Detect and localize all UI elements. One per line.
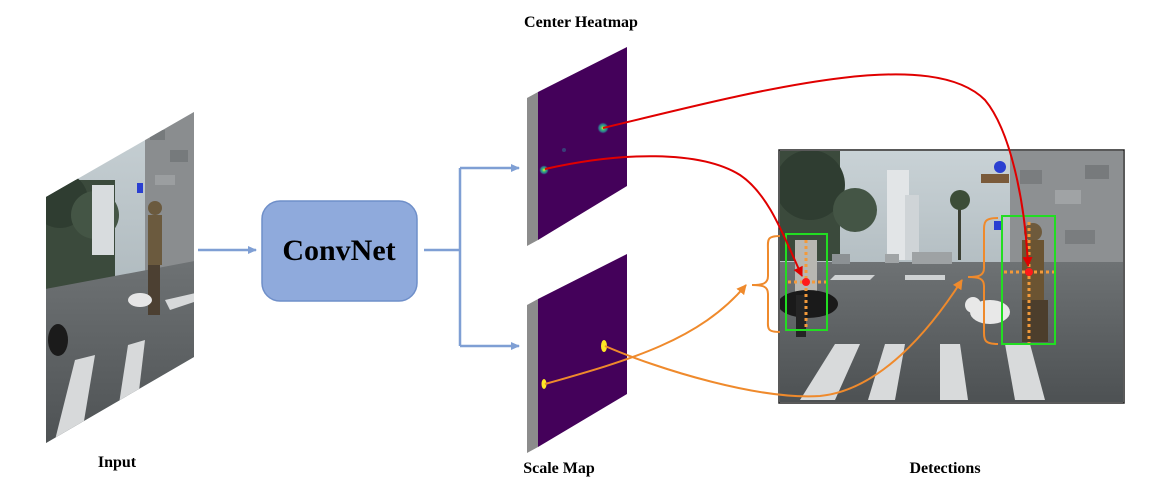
detection-box-left: [785, 233, 828, 331]
detections-image: [778, 149, 1125, 404]
detections-label: Detections: [909, 460, 980, 477]
detection-box-right: [1001, 215, 1056, 345]
convnet-block: ConvNet: [261, 200, 418, 302]
center-point-right: [1025, 268, 1033, 276]
center-arrow-bottom: [544, 155, 803, 277]
heatmap-hotspot: [539, 165, 549, 175]
scale-bracket-right: [967, 217, 999, 345]
branch-arrows: [424, 164, 520, 350]
scale-arrow-top: [604, 279, 963, 398]
center-heatmap-panel: [527, 47, 627, 246]
input-label: Input: [98, 454, 137, 471]
scale-map-panel: [527, 254, 627, 453]
center-heatmap-label: Center Heatmap: [524, 14, 638, 31]
scale-blob: [541, 379, 547, 389]
scale-bracket-left: [751, 235, 781, 333]
convnet-label: ConvNet: [282, 234, 395, 267]
scale-blob: [601, 340, 607, 352]
center-point-left: [802, 278, 810, 286]
scale-arrow-bottom: [544, 284, 747, 385]
scale-map-label: Scale Map: [523, 460, 595, 477]
center-arrow-top: [602, 73, 1033, 267]
input-image: [46, 112, 194, 443]
